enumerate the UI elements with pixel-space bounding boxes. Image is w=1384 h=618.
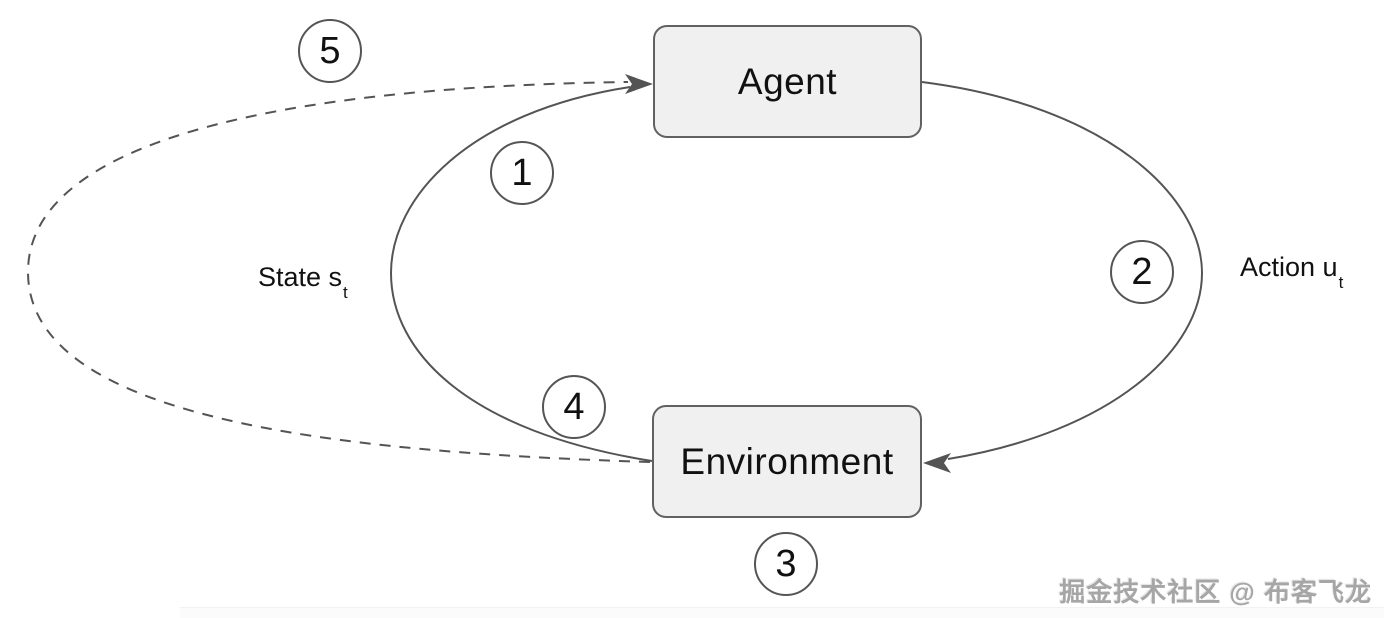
state-label-subscript: t: [343, 283, 348, 303]
step-marker-1: 1: [490, 141, 554, 205]
arrowhead-into-agent: [625, 74, 653, 94]
state-label-text: State s: [258, 262, 343, 292]
step-marker-2: 2: [1110, 240, 1174, 304]
state-edge-label: State st: [258, 262, 348, 302]
dashed-loop-path: [26, 81, 651, 463]
bottom-strip: [180, 607, 1384, 618]
step-marker-2-number: 2: [1131, 250, 1153, 293]
action-edge-path: [921, 81, 1204, 460]
action-label-subscript: t: [1338, 273, 1344, 293]
step-marker-4-number: 4: [563, 385, 585, 428]
environment-node-label: Environment: [680, 440, 894, 482]
step-marker-1-number: 1: [511, 151, 533, 194]
step-marker-5-number: 5: [319, 29, 341, 72]
arrowhead-into-environment: [923, 453, 951, 473]
step-marker-3-number: 3: [775, 542, 797, 585]
environment-node: Environment: [652, 405, 922, 518]
step-marker-5: 5: [298, 19, 362, 83]
state-edge-path: [389, 86, 653, 462]
step-marker-3: 3: [754, 532, 818, 596]
watermark-text: 掘金技术社区 @ 布客飞龙: [1059, 577, 1372, 607]
action-edge-label: Action ut: [1240, 252, 1343, 292]
action-label-text: Action u: [1240, 252, 1338, 282]
agent-node: Agent: [653, 25, 922, 138]
step-marker-4: 4: [542, 375, 606, 439]
agent-node-label: Agent: [737, 60, 838, 102]
